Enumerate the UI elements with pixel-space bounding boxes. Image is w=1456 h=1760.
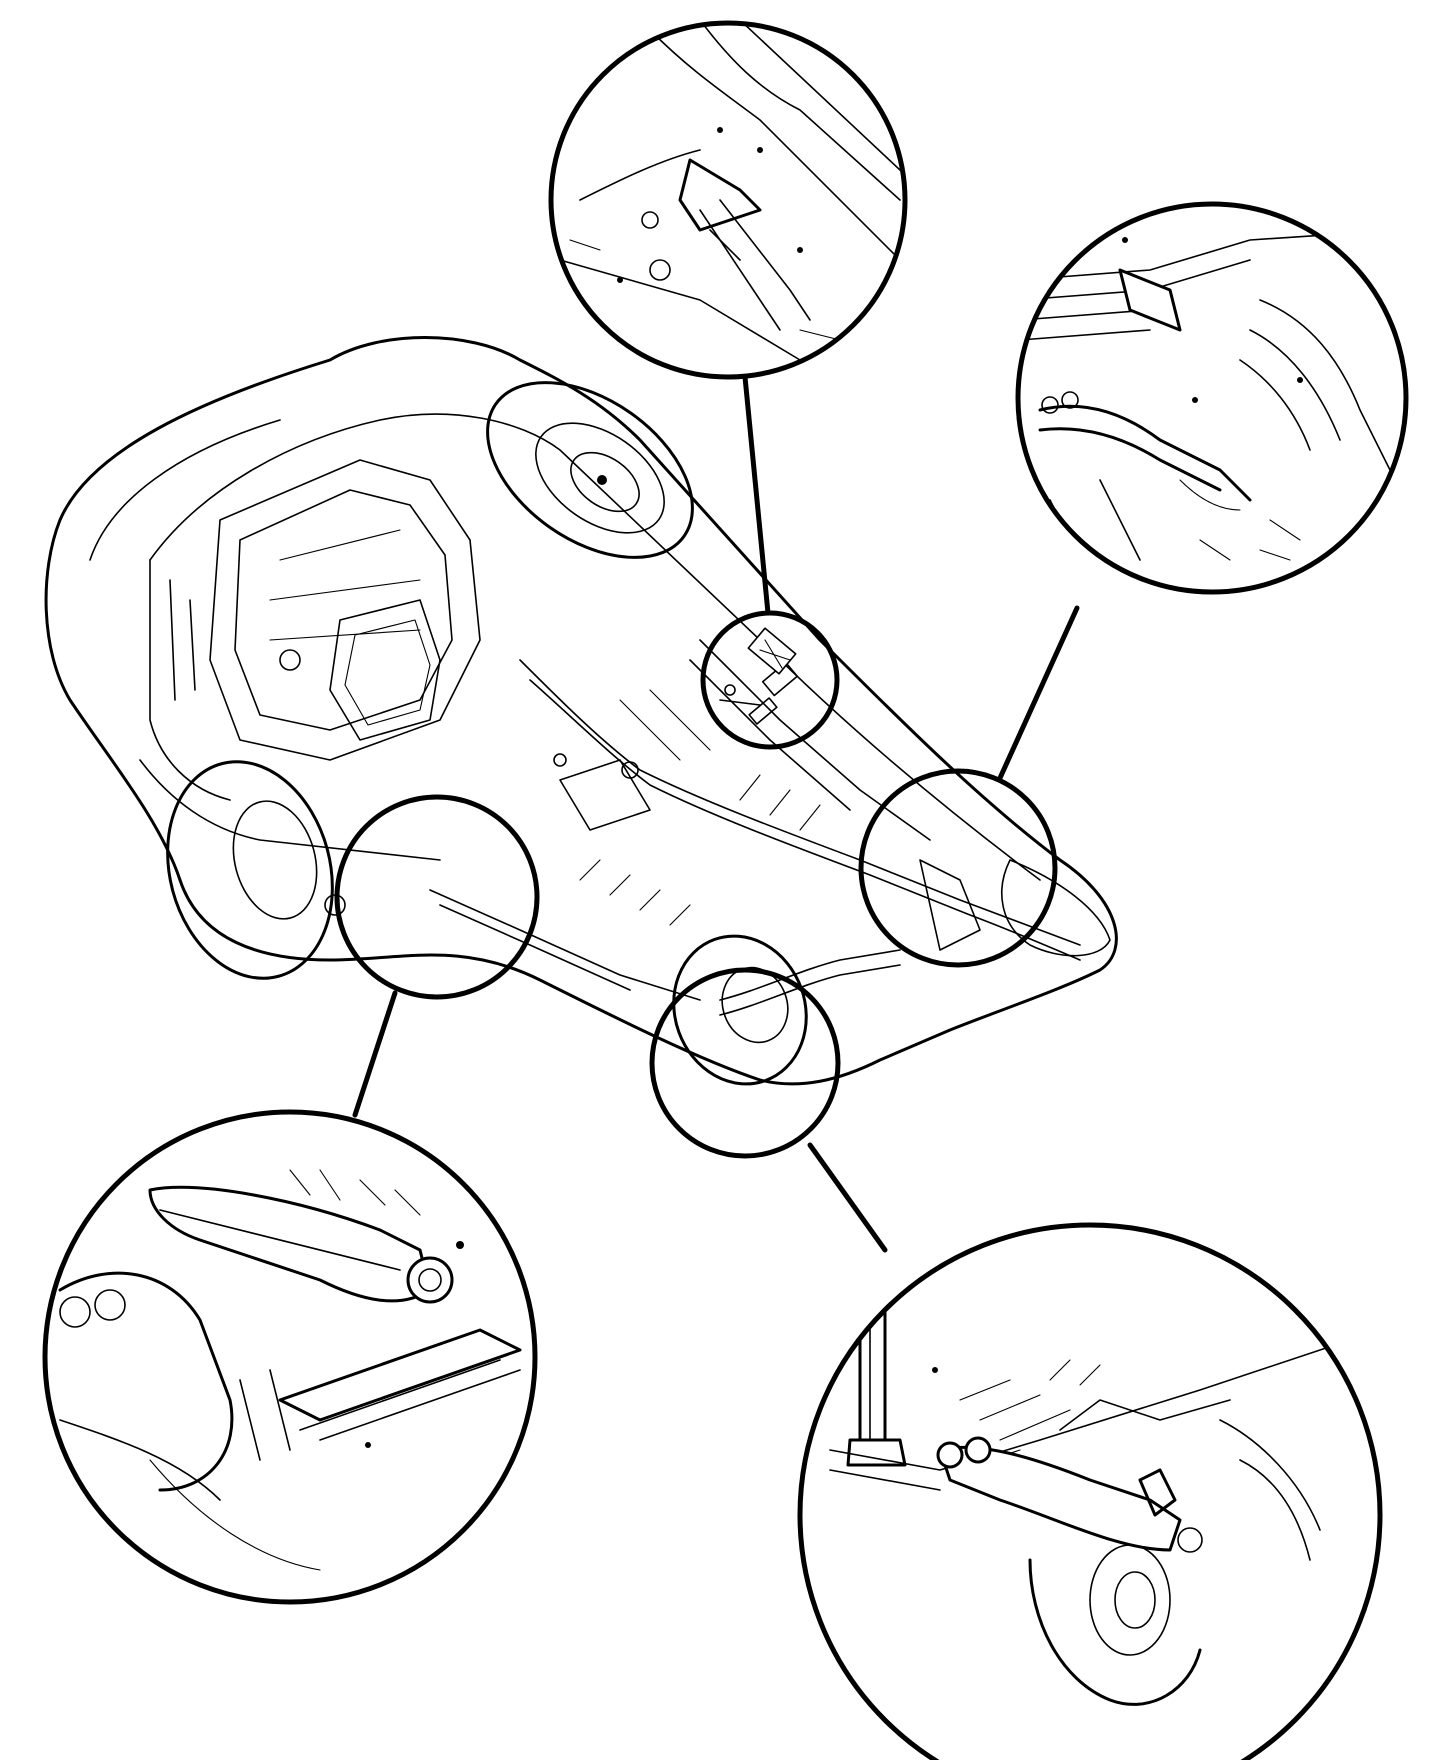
rocker-panel [429, 889, 701, 1001]
detail-top-right-rear-rocker-lift [1015, 201, 1409, 595]
body-inner-edge [149, 413, 1041, 881]
ring-front-suspension [334, 794, 540, 1000]
body-outline [44, 336, 1118, 1086]
catalytic-converter [559, 759, 651, 831]
front-tire [166, 760, 346, 980]
rear-axle [719, 949, 901, 1001]
exhaust-pipe [519, 659, 1081, 946]
ring-rear-suspension [649, 967, 841, 1159]
detail-top-right-border [1015, 201, 1409, 595]
detail-top-front-rocker-lift [548, 20, 908, 380]
detail-bottom-left-front-suspension-lift [42, 1109, 538, 1605]
leader-top-right [997, 605, 1080, 781]
rear-tire [672, 934, 808, 1086]
front-subframe [209, 459, 481, 761]
detail-top-border [548, 20, 908, 380]
muffler [1001, 859, 1111, 957]
oil-pan [329, 599, 441, 741]
callout-rings [334, 610, 1058, 1159]
detail-bottom-right-border [797, 1222, 1383, 1760]
car-underbody [44, 336, 1118, 1086]
leader-bottom-right [807, 1142, 888, 1253]
leader-bottom-left [352, 990, 398, 1118]
detail-bottom-left-border [42, 1109, 538, 1605]
ring-rear-rocker [858, 768, 1058, 968]
detail-bottom-right-rear-suspension-lift [797, 1222, 1383, 1760]
leader-top [742, 374, 771, 616]
spare-tire [486, 381, 694, 559]
front-fascia [149, 559, 231, 801]
leader-lines [352, 374, 1080, 1253]
